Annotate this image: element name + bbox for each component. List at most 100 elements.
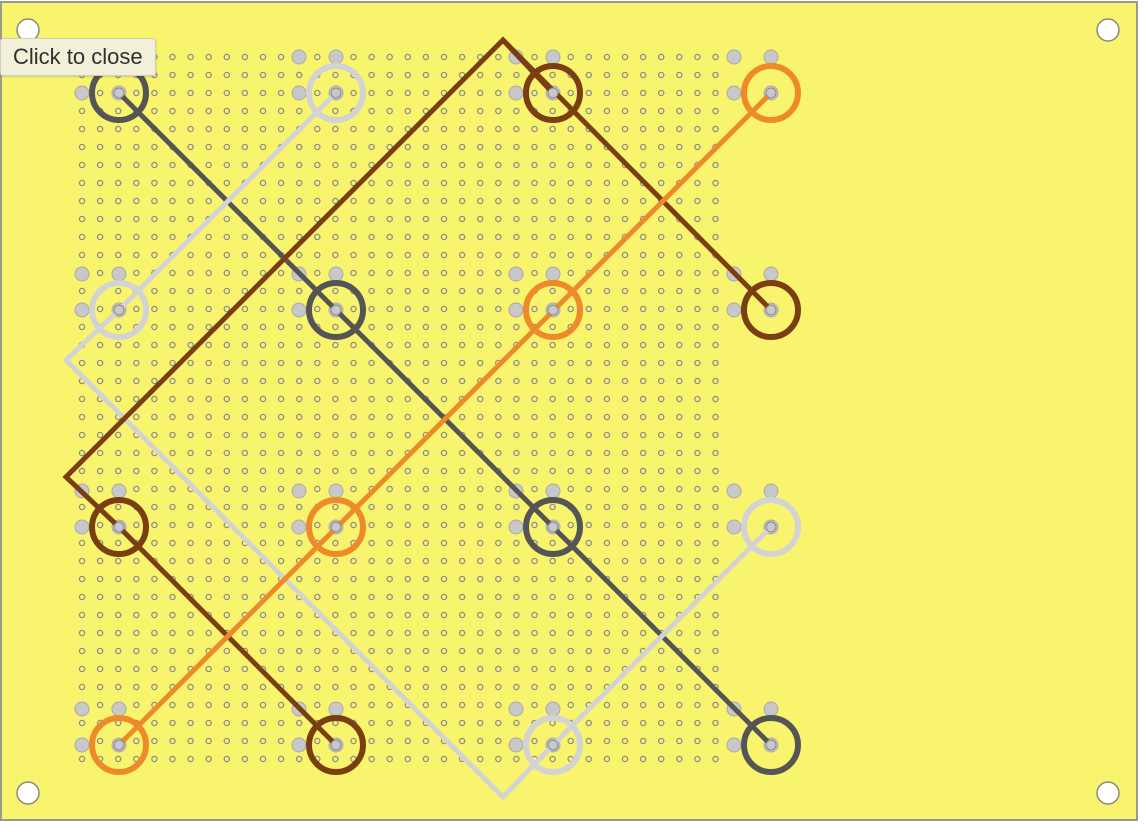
hole [513,161,520,169]
hole [241,629,249,637]
hole [169,215,176,223]
hole [495,305,502,313]
hole [151,161,158,169]
hole [657,143,665,151]
hole [169,323,176,331]
hole [639,557,647,565]
hole [531,377,538,385]
hole [567,197,574,205]
hole [78,503,86,511]
hole [676,557,683,565]
hole [676,71,683,79]
hole [169,755,176,763]
hole [585,323,593,331]
hole [404,197,412,205]
hole [96,449,104,457]
hole [259,629,267,637]
hole [603,665,611,673]
hole [295,161,303,169]
hole [567,341,574,349]
hole [78,611,86,619]
hole [241,341,249,349]
hole [133,359,140,367]
hole [567,413,574,421]
hole [531,413,538,421]
hole [151,503,158,511]
hole [386,233,393,241]
hole [314,215,321,223]
hole [241,53,249,61]
pin-pad [508,701,524,717]
hole [295,71,303,79]
hole [603,503,611,511]
hole [295,323,303,331]
hole [585,593,593,601]
hole [458,449,466,457]
hole [241,359,249,367]
hole [241,269,249,277]
hole [676,287,683,295]
hole [277,179,285,187]
hole [314,593,321,601]
hole [114,377,122,385]
hole [133,467,140,475]
hole [151,341,158,349]
pin-center-C1 [547,87,559,99]
hole [295,179,303,187]
hole [223,593,231,601]
pin-pad [726,519,742,535]
hole [549,503,556,511]
hole [78,719,86,727]
hole [440,467,448,475]
pin-pad [508,302,524,318]
hole [495,503,502,511]
hole [277,719,285,727]
hole [386,593,393,601]
pin-pad [545,266,561,282]
hole [78,593,86,601]
hole [495,269,502,277]
hole [458,629,466,637]
hole [495,665,502,673]
hole [350,269,357,277]
hole [567,233,574,241]
hole [621,251,629,259]
hole [712,611,719,619]
pin-pad [328,701,344,717]
hole [133,251,140,259]
hole [78,215,86,223]
hole [187,215,194,223]
hole [187,89,194,97]
hole [368,179,375,187]
hole [694,431,701,439]
hole [96,629,104,637]
hole [531,665,538,673]
hole [621,485,629,493]
hole [169,233,176,241]
hole [422,161,430,169]
click-to-close-tooltip[interactable]: Click to close [0,38,156,76]
hole [639,161,647,169]
hole [694,683,701,691]
hole [277,755,285,763]
hole [223,665,231,673]
hole [350,449,357,457]
hole [621,359,629,367]
hole [694,269,701,277]
hole [78,467,86,475]
hole [621,701,629,709]
hole [368,431,375,439]
hole [676,413,683,421]
hole [241,593,249,601]
hole [386,755,393,763]
pin-center-A3 [113,521,125,533]
hole [350,377,357,385]
hole [350,611,357,619]
hole [114,665,122,673]
hole [495,719,502,727]
pin-center-D4 [765,739,777,751]
hole [386,629,393,637]
hole [585,629,593,637]
hole [549,197,556,205]
hole [712,521,719,529]
